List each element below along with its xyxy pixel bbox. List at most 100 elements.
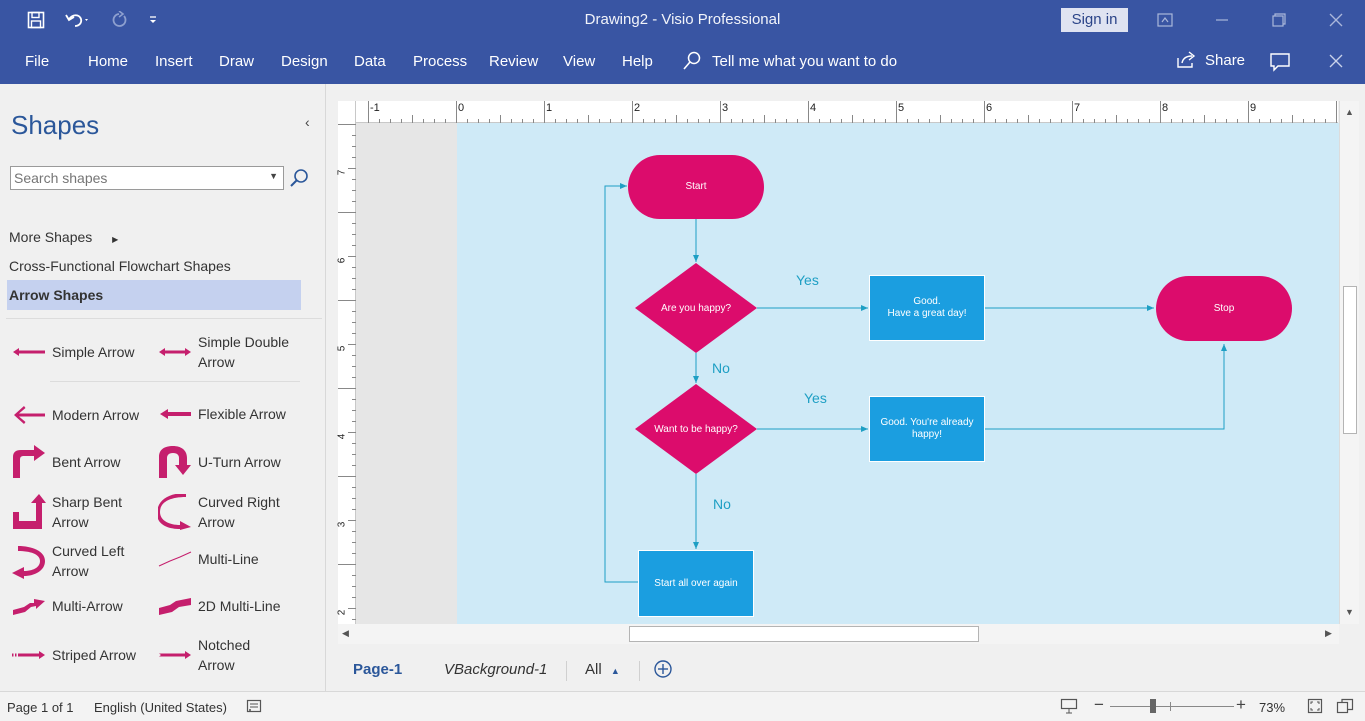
close-window-icon[interactable] bbox=[1313, 4, 1359, 36]
tab-data[interactable]: Data bbox=[354, 53, 386, 70]
stencil-modern-arrow[interactable]: Modern Arrow bbox=[12, 404, 139, 426]
zoom-slider-track[interactable] bbox=[1110, 706, 1234, 707]
stencil-arrow-shapes[interactable]: Arrow Shapes bbox=[7, 280, 301, 310]
page-count[interactable]: Page 1 of 1 bbox=[7, 700, 74, 715]
stencil-label: Curved Right Arrow bbox=[198, 494, 280, 530]
undo-icon[interactable] bbox=[61, 8, 93, 32]
triangle-up-icon: ▲ bbox=[610, 666, 620, 676]
stencil-multi-arrow[interactable]: Multi-Arrow bbox=[12, 595, 123, 617]
stencil-multi-line[interactable]: Multi-Line bbox=[158, 549, 259, 569]
tab-design[interactable]: Design bbox=[281, 53, 328, 70]
decision-want-to-be-happy[interactable] bbox=[635, 384, 757, 474]
restore-icon[interactable] bbox=[1256, 4, 1302, 36]
vertical-scroll-thumb[interactable] bbox=[1343, 286, 1357, 434]
simple-double-arrow-icon bbox=[159, 348, 191, 356]
zoom-level[interactable]: 73% bbox=[1259, 700, 1286, 715]
search-icon[interactable] bbox=[288, 166, 310, 190]
ruler-label: 7 bbox=[336, 169, 348, 176]
minimize-icon[interactable] bbox=[1199, 4, 1245, 36]
curved-right-arrow-icon bbox=[158, 494, 191, 530]
process-start-over[interactable]: Start all over again bbox=[638, 550, 754, 617]
zoom-slider-thumb[interactable] bbox=[1150, 699, 1156, 713]
zoom-out-icon[interactable]: − bbox=[1094, 695, 1104, 714]
all-pages-button[interactable]: All ▲ bbox=[585, 661, 620, 678]
decision2-label: Want to be happy? bbox=[654, 423, 738, 435]
status-bar: Page 1 of 1 English (United States) − + … bbox=[0, 691, 1365, 721]
stencil-sharp-bent-arrow[interactable]: Sharp Bent Arrow bbox=[12, 492, 142, 532]
process-already-happy[interactable]: Good. You're already happy! bbox=[869, 396, 985, 462]
stencil-bent-arrow[interactable]: Bent Arrow bbox=[12, 445, 120, 479]
decision1-label: Are you happy? bbox=[660, 302, 732, 314]
connector-process2-stop[interactable] bbox=[984, 344, 1227, 430]
switch-windows-icon[interactable] bbox=[1336, 698, 1354, 717]
scroll-down-icon[interactable]: ▼ bbox=[1345, 607, 1354, 617]
more-shapes-item[interactable]: More Shapes ▶ bbox=[9, 229, 118, 245]
collapse-pane-icon[interactable]: ‹ bbox=[305, 114, 310, 130]
tab-page-1[interactable]: Page-1 bbox=[353, 661, 403, 678]
tell-me-box[interactable]: Tell me what you want to do bbox=[682, 51, 897, 71]
label-no-2: No bbox=[713, 496, 731, 512]
save-icon[interactable] bbox=[24, 8, 48, 32]
terminator-stop[interactable]: Stop bbox=[1156, 276, 1292, 341]
ribbon-display-options-icon[interactable] bbox=[1142, 4, 1188, 36]
stencil-striped-arrow[interactable]: Striped Arrow bbox=[12, 645, 136, 665]
divider bbox=[6, 318, 322, 319]
bent-arrow-icon bbox=[13, 445, 45, 478]
ruler-label: 2 bbox=[336, 609, 348, 616]
tab-vbackground-1[interactable]: VBackground-1 bbox=[444, 661, 548, 678]
language-status[interactable]: English (United States) bbox=[94, 700, 227, 715]
scroll-right-icon[interactable]: ▶ bbox=[1325, 628, 1332, 638]
comments-icon[interactable] bbox=[1269, 52, 1291, 77]
stencil-simple-double-arrow[interactable]: Simple Double Arrow bbox=[158, 332, 308, 372]
stencil-curved-left-arrow[interactable]: Curved Left Arrow bbox=[12, 541, 142, 581]
customize-icon[interactable] bbox=[144, 8, 162, 32]
tab-insert[interactable]: Insert bbox=[155, 53, 193, 70]
tab-draw[interactable]: Draw bbox=[219, 53, 255, 70]
tab-home[interactable]: Home bbox=[88, 53, 129, 70]
vertical-scrollbar[interactable]: ▲ ▼ bbox=[1339, 101, 1359, 624]
process-have-great-day[interactable]: Good. Have a great day! bbox=[869, 275, 985, 341]
stencil-notched-arrow[interactable]: Notched Arrow bbox=[158, 635, 278, 675]
tab-review[interactable]: Review bbox=[489, 53, 539, 70]
sign-in-button[interactable]: Sign in bbox=[1061, 8, 1128, 32]
terminator-start[interactable]: Start bbox=[628, 155, 764, 219]
scroll-up-icon[interactable]: ▲ bbox=[1345, 107, 1354, 117]
share-label: Share bbox=[1205, 51, 1246, 69]
stencil-curved-right-arrow[interactable]: Curved Right Arrow bbox=[158, 492, 298, 532]
stencil-label: Flexible Arrow bbox=[198, 406, 286, 422]
simple-arrow-icon bbox=[13, 348, 45, 356]
search-shapes-box[interactable]: ▼ bbox=[10, 166, 284, 190]
decision-are-you-happy[interactable] bbox=[635, 263, 757, 353]
ruler-label: 3 bbox=[336, 521, 348, 528]
add-page-icon[interactable] bbox=[653, 659, 673, 684]
stencil-cross-functional[interactable]: Cross-Functional Flowchart Shapes bbox=[9, 258, 231, 274]
tab-help[interactable]: Help bbox=[622, 53, 653, 70]
fit-page-icon[interactable] bbox=[1307, 698, 1323, 717]
stencil-flexible-arrow[interactable]: Flexible Arrow bbox=[158, 404, 286, 424]
close-document-icon[interactable] bbox=[1329, 54, 1343, 73]
search-dropdown-icon[interactable]: ▼ bbox=[269, 171, 278, 181]
shapes-pane: Shapes ‹ ▼ More Shapes ▶ Cross-Functiona… bbox=[0, 84, 326, 691]
drawing-canvas[interactable]: Start Are you happy? Good. Have a great … bbox=[356, 123, 1339, 624]
tab-view[interactable]: View bbox=[563, 53, 596, 70]
ruler-label: 6 bbox=[986, 102, 993, 114]
share-button[interactable]: Share bbox=[1176, 51, 1245, 69]
tab-file[interactable]: File bbox=[25, 53, 50, 70]
curved-left-arrow-icon bbox=[12, 546, 45, 579]
horizontal-scrollbar[interactable]: ◀ ▶ bbox=[338, 624, 1339, 644]
connector-process3-start[interactable] bbox=[604, 183, 638, 583]
macro-recording-icon[interactable] bbox=[246, 698, 262, 717]
stencil-2d-multi-line[interactable]: 2D Multi-Line bbox=[158, 595, 280, 617]
striped-arrow-icon bbox=[12, 651, 45, 659]
redo-icon[interactable] bbox=[107, 8, 131, 32]
horizontal-scroll-thumb[interactable] bbox=[629, 626, 979, 642]
stencil-simple-arrow[interactable]: Simple Arrow bbox=[12, 342, 134, 362]
search-shapes-input[interactable] bbox=[11, 167, 266, 189]
tab-process[interactable]: Process bbox=[413, 53, 468, 70]
stencil-label: Sharp Bent Arrow bbox=[52, 494, 123, 530]
stencil-u-turn-arrow[interactable]: U-Turn Arrow bbox=[158, 445, 281, 479]
scroll-left-icon[interactable]: ◀ bbox=[342, 628, 349, 638]
zoom-in-icon[interactable]: + bbox=[1236, 695, 1246, 714]
horizontal-ruler: -1 0 1 2 3 4 5 6 7 8 9 bbox=[338, 101, 1338, 123]
presentation-mode-icon[interactable] bbox=[1060, 698, 1078, 717]
